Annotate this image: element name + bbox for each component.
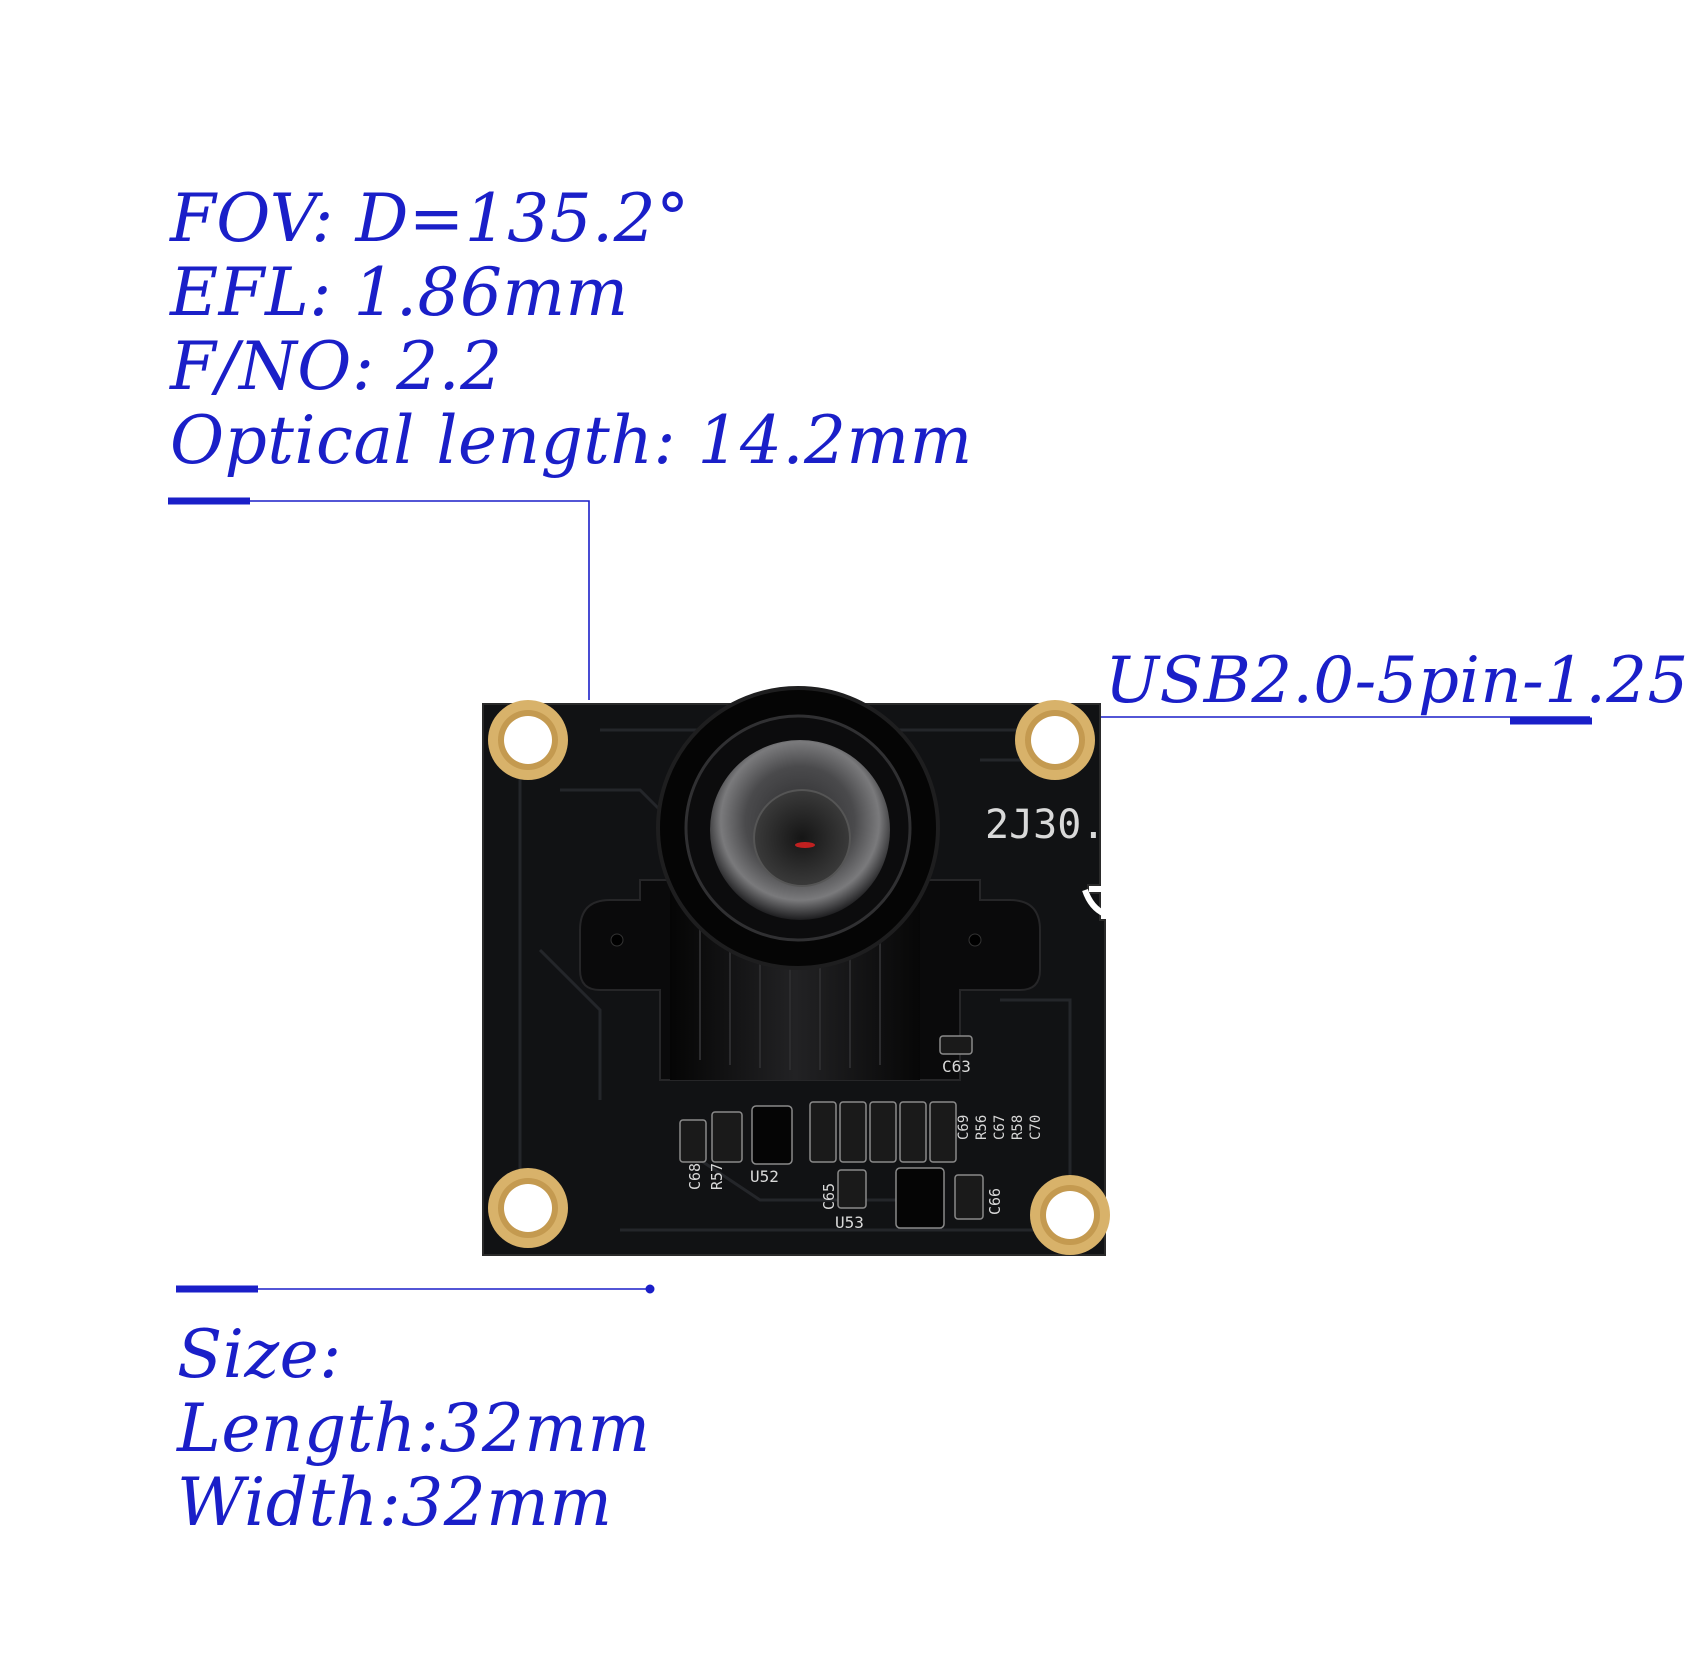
silk-c65: C65 bbox=[820, 1183, 838, 1210]
mounting-hole-bottom-right bbox=[1030, 1175, 1110, 1255]
mounting-hole-bottom-left bbox=[488, 1168, 568, 1248]
size-width: Width:32mm bbox=[177, 1464, 613, 1541]
silk-c70: C70 bbox=[1028, 1115, 1044, 1140]
silkscreen-labels: C63 C68 R57 U52 C69 R56 C67 R58 C70 C65 … bbox=[686, 802, 1105, 1232]
silk-c67: C67 bbox=[992, 1115, 1008, 1140]
size-specs: Size: Length:32mm Width:32mm bbox=[177, 1318, 651, 1540]
silk-r57: R57 bbox=[708, 1163, 726, 1190]
silk-c69: C69 bbox=[956, 1115, 972, 1140]
spec-optical-length: Optical length: 14.2mm bbox=[170, 402, 973, 479]
silk-c66: C66 bbox=[986, 1188, 1004, 1215]
mounting-hole-top-right bbox=[1015, 700, 1095, 780]
optics-leader-line bbox=[250, 500, 590, 700]
silk-board-id: 2J30. bbox=[985, 802, 1105, 848]
spec-fov: FOV: D=135.2° bbox=[170, 180, 690, 257]
optics-specs: FOV: D=135.2° EFL: 1.86mm F/NO: 2.2 Opti… bbox=[170, 182, 973, 478]
silk-c68: C68 bbox=[686, 1163, 704, 1190]
mounting-hole-top-left bbox=[488, 700, 568, 780]
leader-lines bbox=[168, 497, 1592, 1294]
silk-c63: C63 bbox=[942, 1057, 971, 1076]
spec-fno: F/NO: 2.2 bbox=[170, 328, 503, 405]
size-length: Length:32mm bbox=[177, 1390, 651, 1467]
size-heading: Size: bbox=[177, 1316, 342, 1393]
size-leader-dot bbox=[645, 1284, 655, 1294]
smd-components bbox=[679, 1035, 984, 1229]
silk-r58: R58 bbox=[1010, 1115, 1026, 1140]
lens-sensor-reflection bbox=[795, 842, 815, 848]
holder-screw-right bbox=[968, 933, 982, 947]
holder-screw-left bbox=[610, 933, 624, 947]
connector-spec: USB2.0-5pin-1.25 bbox=[1105, 644, 1689, 718]
spec-efl: EFL: 1.86mm bbox=[170, 254, 629, 331]
lens bbox=[656, 686, 940, 970]
silk-u52: U52 bbox=[750, 1167, 779, 1186]
silk-u53: U53 bbox=[835, 1213, 864, 1232]
connector-label: USB2.0-5pin-1.25 bbox=[1105, 644, 1689, 718]
pcb-board bbox=[482, 686, 1110, 1256]
silk-r56: R56 bbox=[974, 1115, 990, 1140]
